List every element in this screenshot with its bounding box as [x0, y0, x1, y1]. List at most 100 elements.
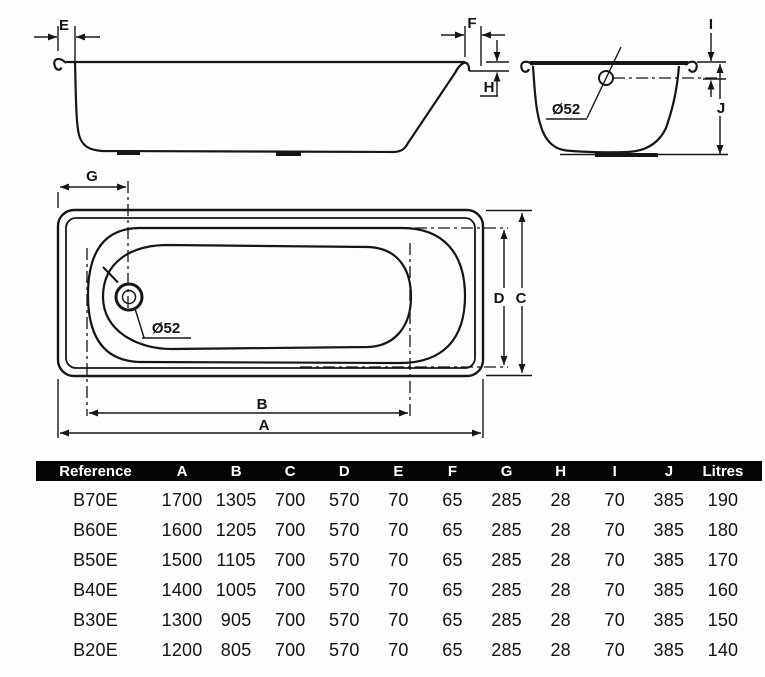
value-cell: 285 — [491, 549, 522, 570]
value-cell: 70 — [388, 639, 409, 660]
value-cell: 1005 — [215, 579, 257, 600]
value-cell: 28 — [550, 579, 571, 600]
value-cell: 28 — [550, 609, 571, 630]
value-cell: 700 — [274, 639, 306, 660]
value-cell: 70 — [604, 489, 625, 510]
dimension-e: E — [34, 17, 100, 61]
rim-curl-right — [684, 60, 698, 73]
value-cell: 385 — [653, 639, 685, 660]
dimension-j: J — [712, 64, 729, 154]
value-cell: 70 — [388, 549, 409, 570]
value-cell: 170 — [707, 549, 739, 570]
bathtub-technical-drawing: E F H Ø52 I — [34, 15, 729, 438]
column-header: G — [500, 462, 513, 480]
value-cell: 385 — [653, 519, 685, 540]
rim-curl-left — [520, 60, 534, 73]
tub-bottom-contour — [101, 243, 413, 351]
value-cell: 70 — [388, 609, 409, 630]
value-cell: 65 — [442, 579, 463, 600]
value-cell: 70 — [388, 579, 409, 600]
value-cell: 65 — [442, 639, 463, 660]
dimension-h: H — [469, 40, 509, 97]
dimension-g: G — [57, 168, 126, 208]
value-cell: 285 — [491, 519, 522, 540]
reference-cell: B40E — [73, 579, 118, 600]
value-cell: 285 — [491, 609, 522, 630]
value-cell: 70 — [604, 639, 625, 660]
value-cell: 65 — [442, 519, 463, 540]
column-header: J — [664, 462, 674, 480]
value-cell: 70 — [388, 519, 409, 540]
reference-cell: B50E — [73, 549, 118, 570]
value-cell: 28 — [550, 549, 571, 570]
reference-cell: B70E — [73, 489, 118, 510]
dim-label-h: H — [484, 79, 495, 96]
rim-curl-left — [53, 57, 67, 71]
value-cell: 570 — [328, 579, 360, 600]
end-view: Ø52 — [520, 46, 728, 157]
dim-label-g: G — [86, 168, 98, 185]
value-cell: 70 — [604, 579, 625, 600]
value-cell: 570 — [328, 549, 360, 570]
drain-leader-line — [586, 46, 622, 119]
column-header: I — [612, 462, 617, 480]
value-cell: 570 — [328, 609, 360, 630]
value-cell: 285 — [491, 579, 522, 600]
value-cell: 1600 — [161, 519, 203, 540]
value-cell: 1205 — [215, 519, 257, 540]
value-cell: 160 — [707, 579, 739, 600]
drain-leader-line — [133, 306, 145, 338]
column-header: B — [230, 462, 242, 480]
drain-diameter-label-end: Ø52 — [552, 101, 580, 118]
rim-outer-edge — [56, 208, 485, 378]
dimension-d: D — [490, 230, 508, 365]
value-cell: 385 — [653, 579, 685, 600]
value-cell: 150 — [707, 609, 739, 630]
rim-inner-edge — [65, 217, 476, 369]
value-cell: 700 — [274, 489, 306, 510]
value-cell: 1700 — [161, 489, 203, 510]
value-cell: 70 — [604, 609, 625, 630]
tub-top-contour — [86, 226, 467, 365]
value-cell: 28 — [550, 639, 571, 660]
value-cell: 285 — [491, 489, 522, 510]
dimension-b: B — [89, 396, 408, 417]
value-cell: 285 — [491, 639, 522, 660]
value-cell: 65 — [442, 489, 463, 510]
column-header: H — [555, 462, 567, 480]
reference-cell: B30E — [73, 609, 118, 630]
value-cell: 65 — [442, 609, 463, 630]
value-cell: 28 — [550, 489, 571, 510]
column-header: Litres — [702, 462, 744, 480]
value-cell: 700 — [274, 549, 306, 570]
dim-label-c: C — [516, 290, 527, 307]
value-cell: 1305 — [215, 489, 257, 510]
value-cell: 385 — [653, 489, 685, 510]
dim-label-i: I — [709, 16, 713, 33]
column-header: Reference — [59, 462, 132, 480]
dim-label-b: B — [257, 396, 268, 413]
value-cell: 570 — [328, 639, 360, 660]
value-cell: 1500 — [161, 549, 203, 570]
side-view — [53, 57, 471, 156]
value-cell: 65 — [442, 549, 463, 570]
column-header: E — [393, 462, 404, 480]
dimension-a: A — [57, 379, 484, 438]
column-header: A — [176, 462, 188, 480]
value-cell: 570 — [328, 519, 360, 540]
tub-foot — [276, 151, 301, 156]
reference-cell: B60E — [73, 519, 118, 540]
value-cell: 700 — [274, 579, 306, 600]
value-cell: 180 — [707, 519, 739, 540]
value-cell: 905 — [220, 609, 252, 630]
value-cell: 805 — [220, 639, 252, 660]
column-header: F — [447, 462, 458, 480]
value-cell: 385 — [653, 549, 685, 570]
